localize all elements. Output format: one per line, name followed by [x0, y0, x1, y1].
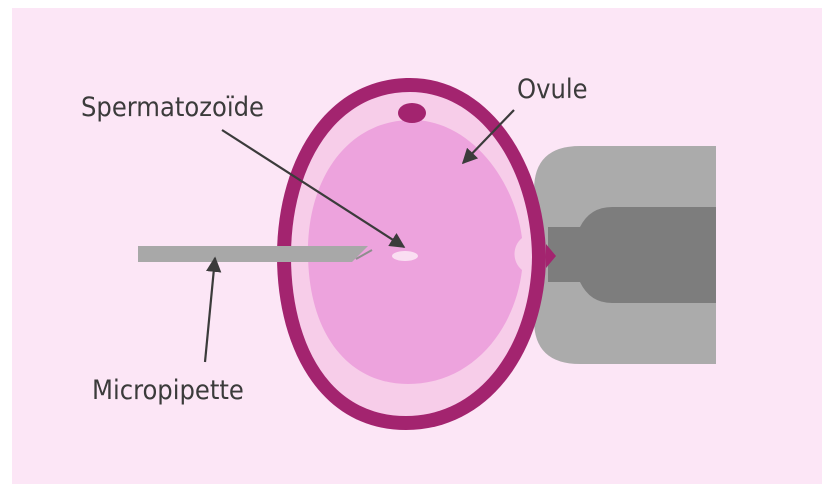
holding-pipette	[534, 146, 716, 364]
ovule-label: Ovule	[517, 74, 588, 105]
polar-body	[398, 103, 426, 123]
spermatozoid	[392, 251, 418, 261]
spermatozoid-label: Spermatozoïde	[81, 92, 264, 123]
micropipette-label: Micropipette	[92, 375, 244, 406]
micropipette	[138, 246, 372, 262]
micropipette-needle	[138, 246, 368, 262]
